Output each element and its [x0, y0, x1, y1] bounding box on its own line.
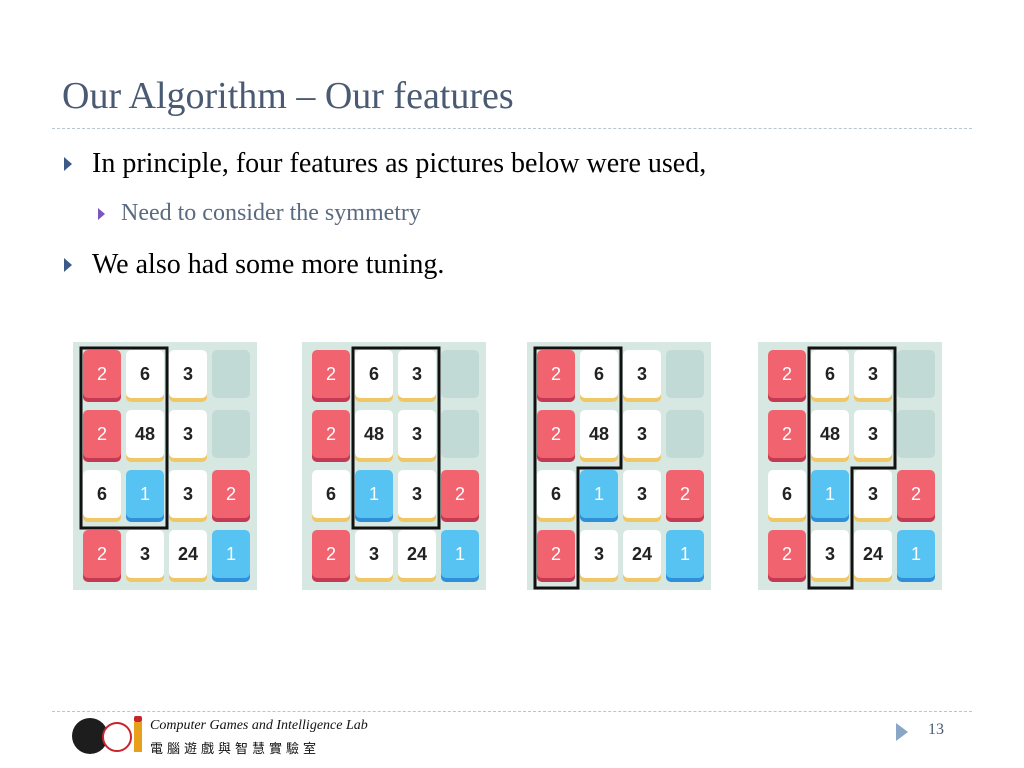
- board-tile: 6: [811, 350, 849, 398]
- bullet-tuning: We also had some more tuning.: [64, 249, 444, 281]
- bullet-arrow-icon: [64, 258, 72, 272]
- board-tile: 6: [537, 470, 575, 518]
- page-number: 13: [928, 721, 944, 738]
- sub-bullet-arrow-icon: [98, 207, 105, 220]
- board-tile: 3: [854, 470, 892, 518]
- board-tile: 6: [580, 350, 618, 398]
- board-tile: 2: [312, 410, 350, 458]
- board-tile: 1: [580, 470, 618, 518]
- board-tile: 3: [355, 530, 393, 578]
- board-tile: 3: [854, 350, 892, 398]
- board-tile: 3: [398, 470, 436, 518]
- board-tile: 2: [897, 470, 935, 518]
- board-tile: 48: [580, 410, 618, 458]
- board-tile: 3: [623, 470, 661, 518]
- board-tile: 1: [811, 470, 849, 518]
- board-tile: 2: [537, 410, 575, 458]
- board-tile: 24: [169, 530, 207, 578]
- bullet-symmetry-text: Need to consider the symmetry: [121, 200, 421, 226]
- bullet-symmetry: Need to consider the symmetry: [98, 200, 421, 227]
- board-tile: 48: [126, 410, 164, 458]
- board-tile: 6: [312, 470, 350, 518]
- lab-name: Computer Games and Intelligence Lab: [150, 718, 368, 733]
- board-tile: 1: [355, 470, 393, 518]
- logo-g-icon: [102, 722, 132, 752]
- board-tile: 1: [126, 470, 164, 518]
- page-arrow-icon: [896, 723, 908, 741]
- bullet-principle-text: In principle, four features as pictures …: [92, 148, 707, 179]
- board-tile: 48: [811, 410, 849, 458]
- empty-cell: [897, 350, 935, 398]
- lab-name-chinese: 電腦遊戲與智慧實驗室: [150, 741, 321, 756]
- board-tile: 1: [897, 530, 935, 578]
- board-tile: 3: [169, 470, 207, 518]
- title-divider: [52, 128, 972, 129]
- empty-cell: [212, 350, 250, 398]
- board-tile: 3: [623, 350, 661, 398]
- board-tile: 24: [623, 530, 661, 578]
- board-tile: 2: [312, 530, 350, 578]
- board-tile: 2: [768, 530, 806, 578]
- board-tile: 1: [666, 530, 704, 578]
- board-tile: 2: [768, 410, 806, 458]
- board-tile: 3: [854, 410, 892, 458]
- slide-title: Our Algorithm – Our features: [62, 75, 514, 117]
- board-tile: 1: [441, 530, 479, 578]
- board-tile: 2: [83, 350, 121, 398]
- board-tile: 24: [854, 530, 892, 578]
- board-tile: 3: [811, 530, 849, 578]
- board-tile: 2: [312, 350, 350, 398]
- logo-i-icon: [134, 722, 142, 752]
- logo-i-dot-icon: [134, 716, 142, 722]
- board-tile: 6: [126, 350, 164, 398]
- board-tile: 3: [398, 410, 436, 458]
- board-tile: 2: [537, 350, 575, 398]
- board-tile: 6: [355, 350, 393, 398]
- bullet-principle: In principle, four features as pictures …: [64, 148, 706, 180]
- board-tile: 48: [355, 410, 393, 458]
- bottom-divider: [52, 711, 972, 712]
- empty-cell: [212, 410, 250, 458]
- board-tile: 3: [126, 530, 164, 578]
- bullet-tuning-text: We also had some more tuning.: [92, 249, 445, 280]
- board-tile: 2: [212, 470, 250, 518]
- lab-logo: Computer Games and Intelligence Lab 電腦遊戲…: [72, 716, 372, 758]
- board-tile: 2: [768, 350, 806, 398]
- empty-cell: [666, 350, 704, 398]
- board-tile: 2: [83, 410, 121, 458]
- board-tile: 2: [537, 530, 575, 578]
- board-tile: 2: [441, 470, 479, 518]
- board-tile: 3: [580, 530, 618, 578]
- board-tile: 6: [768, 470, 806, 518]
- board-tile: 6: [83, 470, 121, 518]
- board-tile: 2: [83, 530, 121, 578]
- empty-cell: [441, 350, 479, 398]
- board-tile: 1: [212, 530, 250, 578]
- board-tile: 3: [398, 350, 436, 398]
- board-tile: 3: [623, 410, 661, 458]
- bullet-arrow-icon: [64, 157, 72, 171]
- empty-cell: [897, 410, 935, 458]
- empty-cell: [666, 410, 704, 458]
- board-tile: 24: [398, 530, 436, 578]
- board-tile: 3: [169, 350, 207, 398]
- board-tile: 3: [169, 410, 207, 458]
- empty-cell: [441, 410, 479, 458]
- board-tile: 2: [666, 470, 704, 518]
